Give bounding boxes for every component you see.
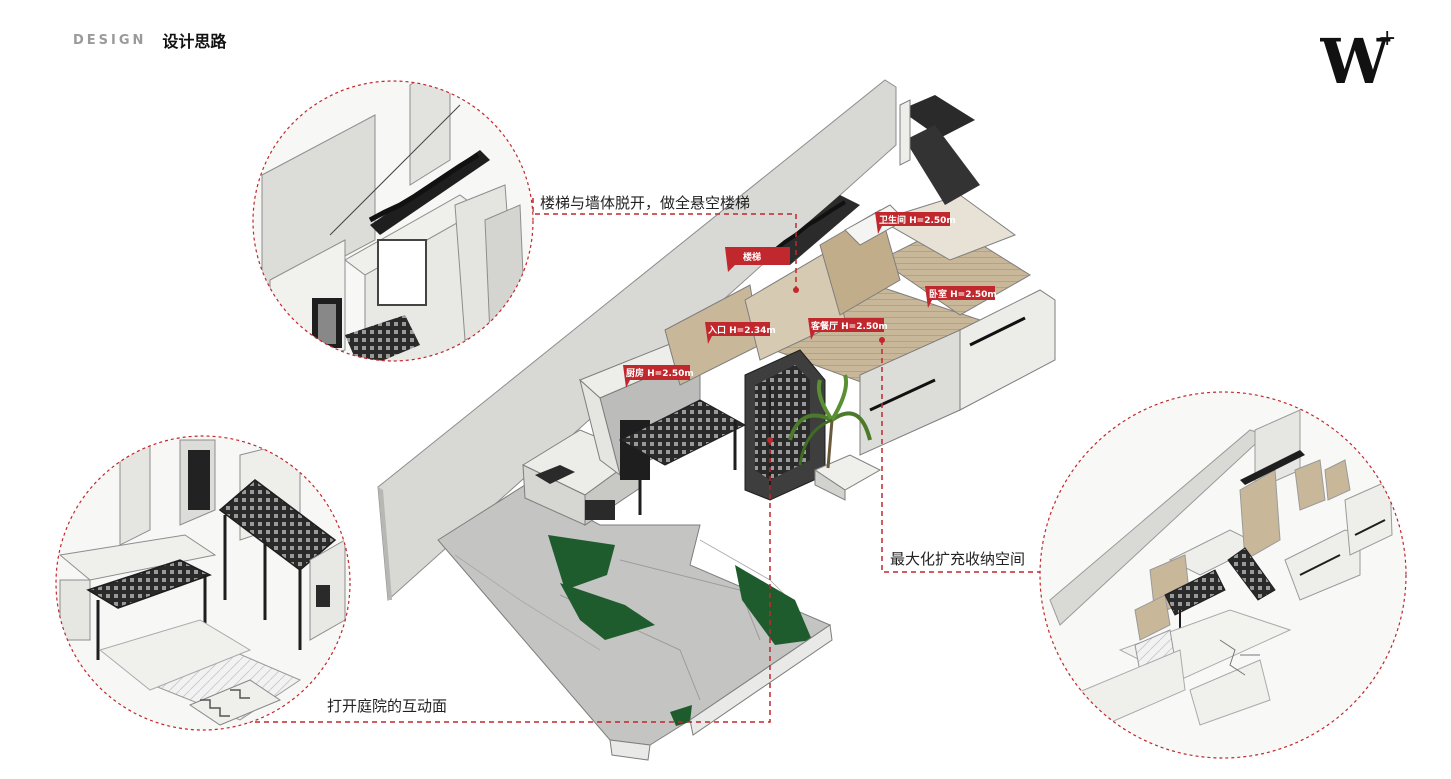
- room-tag-living: 客餐厅 H=2.50m: [808, 318, 888, 340]
- annotation-courtyard: 打开庭院的互动面: [327, 697, 448, 715]
- floating-stair: [770, 195, 860, 265]
- detail-circle-stair: [252, 80, 534, 362]
- room-tag-kitchen: 厨房 H=2.50m: [623, 365, 694, 388]
- svg-text:卧室 H=2.50m: 卧室 H=2.50m: [929, 288, 997, 300]
- svg-text:厨房 H=2.50m: 厨房 H=2.50m: [626, 367, 694, 379]
- logo-letter: W: [1320, 25, 1391, 90]
- lawn-patch: [735, 565, 812, 645]
- room-tag-bedroom: 卧室 H=2.50m: [925, 286, 997, 308]
- section-title-en: DESIGN: [73, 32, 147, 48]
- logo-plus-mark: +: [1378, 26, 1396, 51]
- room-tag-bathroom: 卫生间 H=2.50m: [875, 212, 956, 234]
- room-tag-stairs: 楼梯: [725, 247, 790, 272]
- svg-text:楼梯: 楼梯: [743, 251, 761, 263]
- axonometric-model: 卫生间 H=2.50m 楼梯 卧室 H=2.50m 入口 H=2.34m 客餐厅…: [377, 79, 1056, 761]
- leader-lines: [245, 198, 1040, 723]
- brand-logo: W +: [1319, 25, 1400, 98]
- svg-text:客餐厅 H=2.50m: 客餐厅 H=2.50m: [810, 320, 888, 332]
- palm-tree-icon: [788, 374, 872, 469]
- svg-text:卫生间 H=2.50m: 卫生间 H=2.50m: [879, 214, 956, 226]
- annotation-stair: 楼梯与墙体脱开，做全悬空楼梯: [540, 194, 751, 212]
- annotation-storage: 最大化扩充收纳空间: [890, 550, 1026, 568]
- section-header: DESIGN 设计思路: [73, 28, 226, 52]
- section-title-cn: 设计思路: [162, 32, 227, 51]
- lawn-patch: [548, 535, 615, 590]
- lawn-patch: [560, 583, 655, 640]
- detail-circle-courtyard: [55, 435, 351, 731]
- room-tag-entrance: 入口 H=2.34m: [705, 322, 776, 344]
- svg-text:入口 H=2.34m: 入口 H=2.34m: [707, 325, 776, 336]
- detail-circle-storage: [1039, 391, 1407, 759]
